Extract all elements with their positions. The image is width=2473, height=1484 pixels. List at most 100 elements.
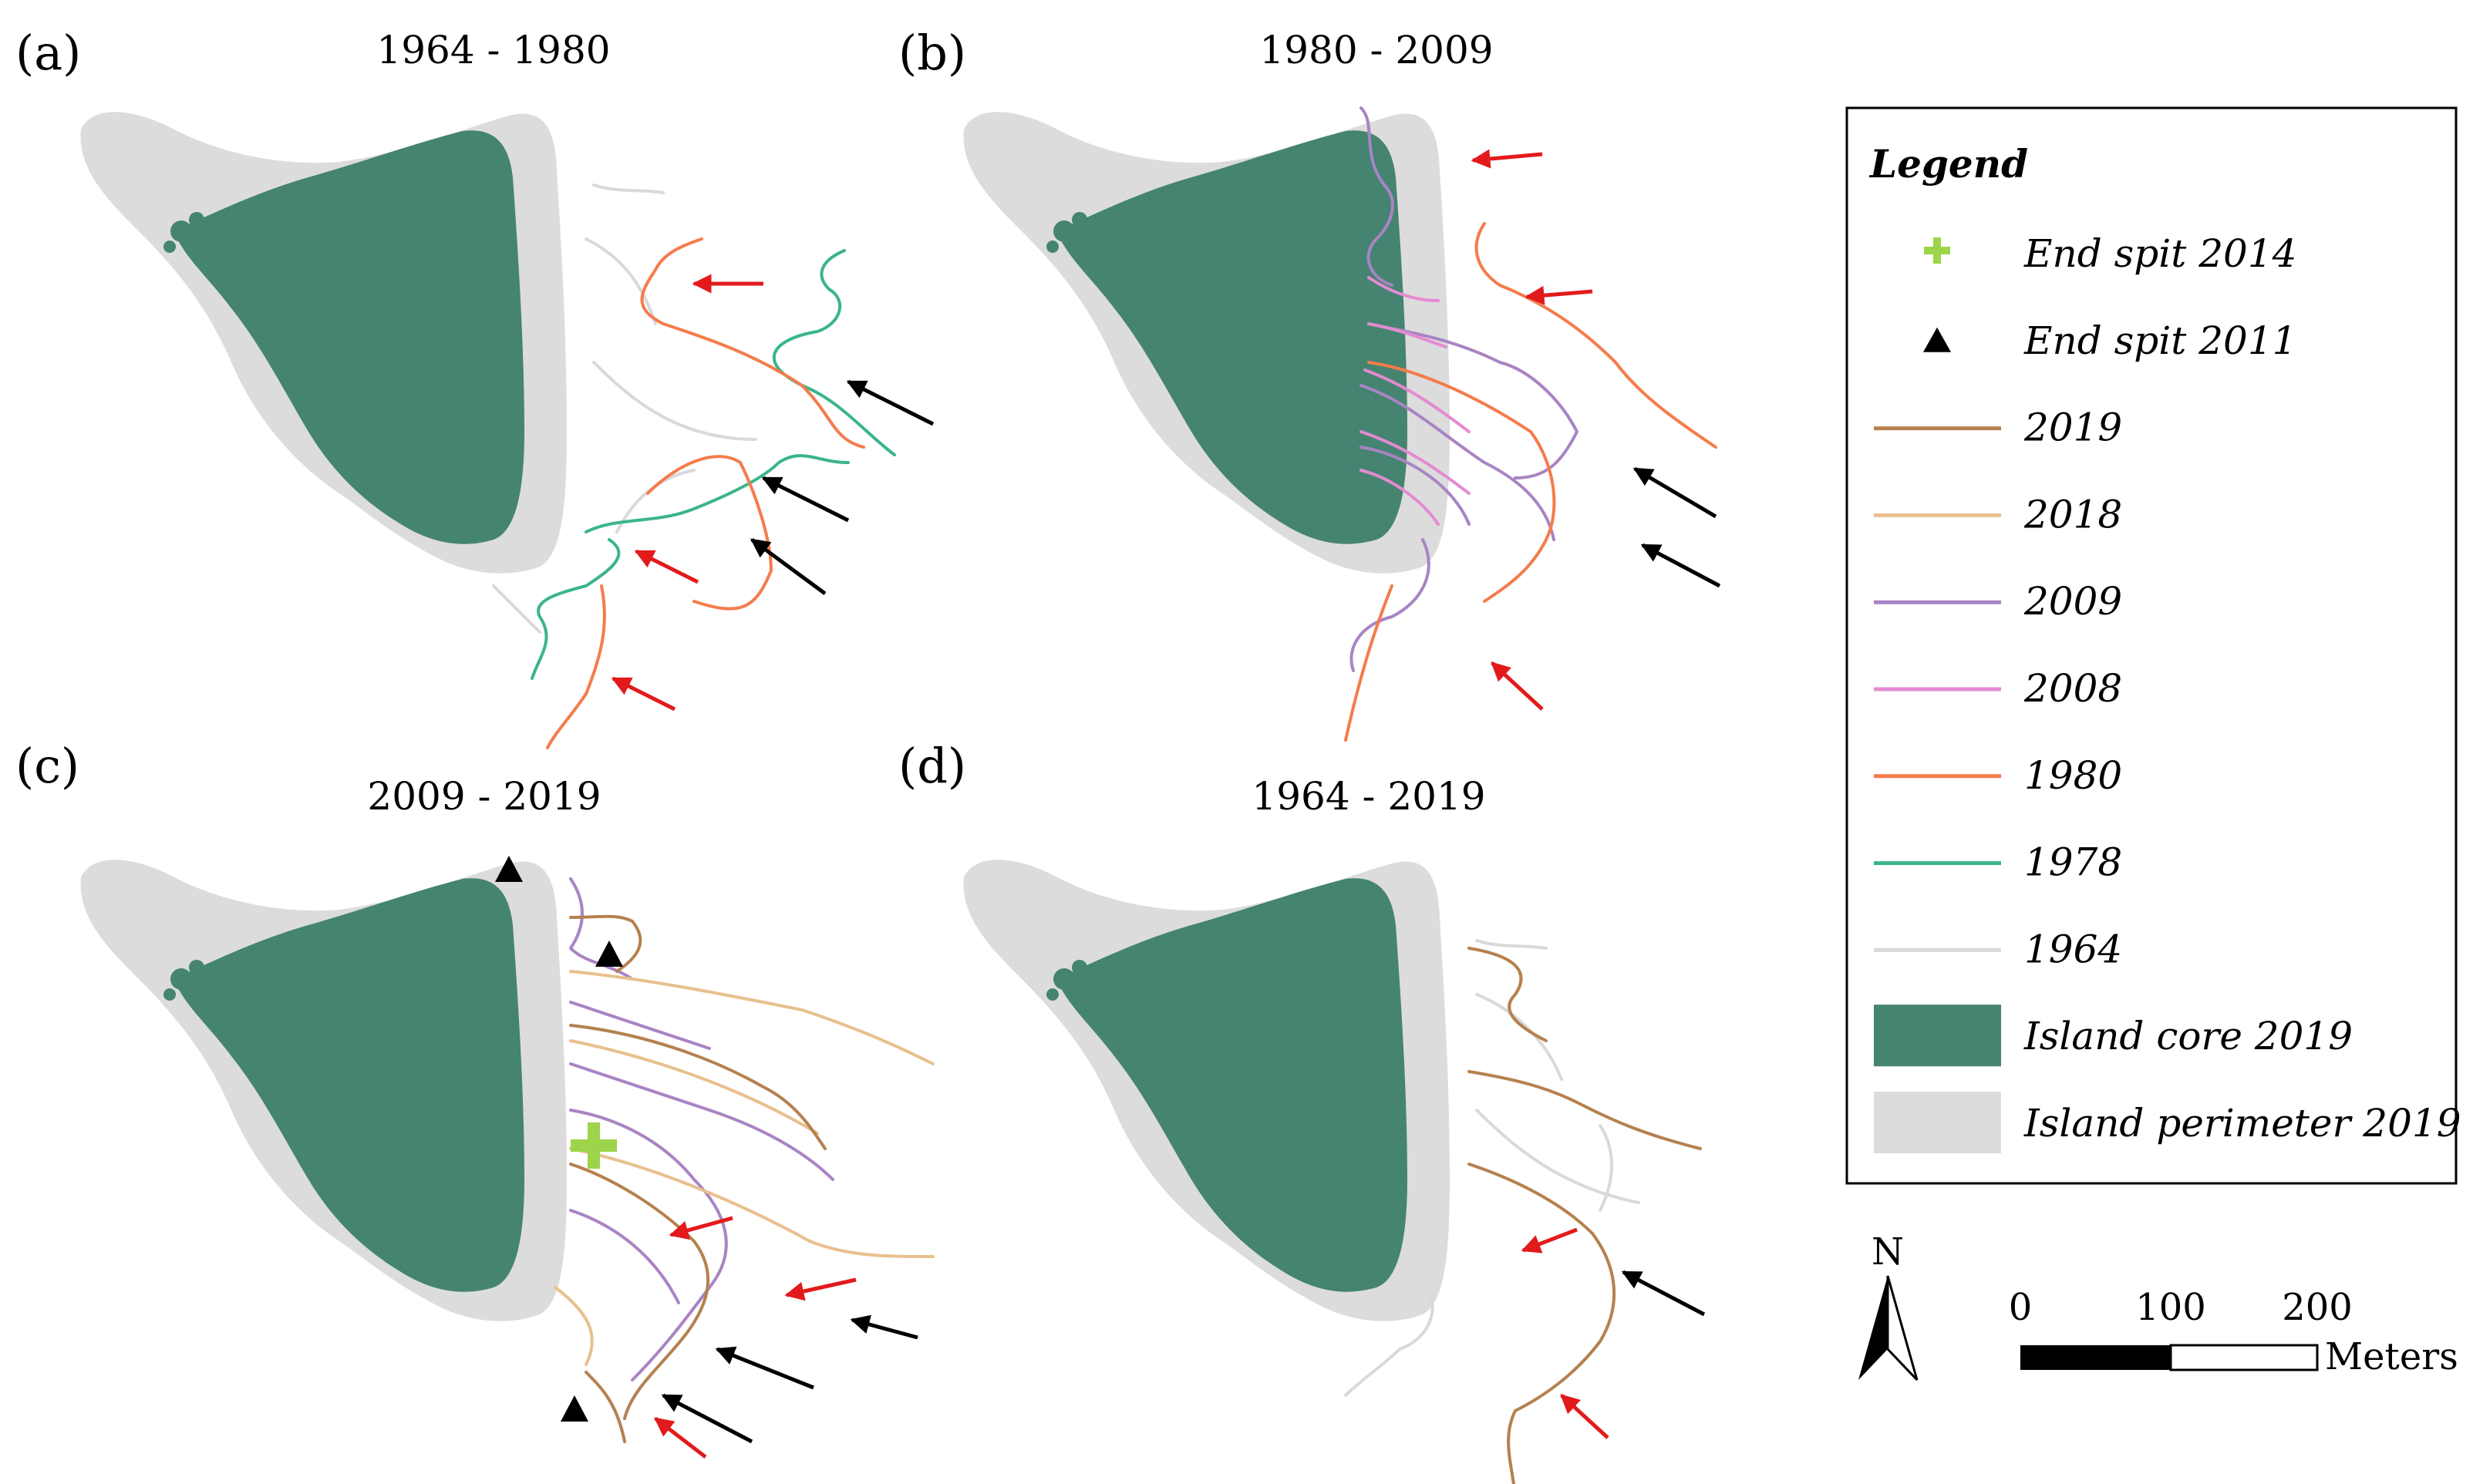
arrow-black <box>715 1346 814 1390</box>
panel-a-label: (a) <box>15 25 81 81</box>
end-spit-2014-marker <box>571 1122 617 1169</box>
shoreline-2019 <box>569 914 827 1443</box>
shorelines-c <box>495 856 935 1459</box>
scale-tick-0: 0 <box>2009 1286 2033 1329</box>
island-b <box>963 112 1450 574</box>
arrow-black <box>1640 543 1721 588</box>
legend-frame <box>1845 106 2458 1185</box>
legend-label: End spit 2011 <box>2023 318 2297 363</box>
legend-label: 1978 <box>2024 840 2122 885</box>
island-core <box>174 878 524 1292</box>
north-arrow: N <box>1858 1230 1919 1381</box>
islet <box>1046 241 1059 253</box>
islet <box>1072 960 1087 975</box>
arrow-black <box>1621 1270 1706 1317</box>
islet <box>170 968 192 990</box>
shoreline-1980 <box>546 237 865 749</box>
panel-b: (b) 1980 - 2009 <box>898 25 1721 742</box>
arrow-red <box>784 1277 857 1301</box>
legend-label: 2019 <box>2023 405 2122 450</box>
arrow-black <box>661 1393 753 1444</box>
legend-item: 1978 <box>1874 840 2122 885</box>
panel-d: (d) 1964 - 2019 <box>898 738 1706 1484</box>
islet <box>1100 968 1114 982</box>
north-arrow-left-half <box>1858 1276 1888 1380</box>
arrow-red <box>634 549 699 584</box>
islet <box>1053 968 1075 990</box>
island-c <box>80 860 568 1321</box>
islet <box>1072 212 1087 227</box>
islet <box>189 212 204 227</box>
legend-item: 1980 <box>1874 753 2122 798</box>
shoreline-1978 <box>585 249 896 533</box>
legend-label: 2018 <box>2023 492 2122 537</box>
legend-item: 1964 <box>1874 927 2122 971</box>
island-core <box>1056 130 1407 544</box>
panel-c-label: (c) <box>15 738 79 794</box>
legend-item: 2009 <box>1874 579 2122 624</box>
arrow-red <box>669 1216 733 1240</box>
shoreline-2018 <box>554 970 935 1366</box>
shoreline-2009 <box>1359 106 1578 480</box>
panel-a: (a) 1964 - 1980 <box>15 25 935 749</box>
island-d <box>963 860 1450 1321</box>
shoreline-2019 <box>1467 947 1702 1484</box>
scale-bar: 0 100 200 Meters <box>2009 1286 2458 1378</box>
arrow-red <box>1525 285 1593 305</box>
shorelines-b <box>1344 106 1721 742</box>
shoreline-2009 <box>569 877 834 1181</box>
legend-label: Island perimeter 2019 <box>2023 1101 2461 1146</box>
legend-label: 1964 <box>2024 927 2122 971</box>
panel-b-title: 1980 - 2009 <box>1259 28 1493 72</box>
legend-label: 2008 <box>2023 666 2122 711</box>
arrow-black <box>846 379 935 426</box>
legend-label: 2009 <box>2023 579 2122 624</box>
legend-item: Island perimeter 2019 <box>1874 1092 2461 1153</box>
islet <box>1100 220 1114 234</box>
legend-label: Island core 2019 <box>2023 1014 2353 1058</box>
islet <box>217 968 231 982</box>
arrow-red <box>1560 1394 1609 1439</box>
legend-item: End spit 2014 <box>1924 231 2297 276</box>
island-core <box>1056 878 1407 1292</box>
north-label: N <box>1872 1230 1904 1274</box>
legend-fill-swatch <box>1874 1004 2001 1067</box>
shoreline-1980 <box>1344 222 1717 742</box>
end-spit-2011-marker <box>561 1395 588 1422</box>
shoreline-2009 <box>569 1109 728 1381</box>
shoreline-1978 <box>531 538 621 680</box>
legend-item: 2018 <box>1874 492 2122 537</box>
shoreline-2008 <box>1359 276 1471 526</box>
legend-item: Island core 2019 <box>1874 1004 2353 1067</box>
islet <box>199 981 217 1000</box>
panel-b-label: (b) <box>898 25 966 81</box>
legend-label: End spit 2014 <box>2023 231 2297 276</box>
shoreline-2009 <box>1349 384 1555 672</box>
end-spit-2011-marker <box>595 941 623 967</box>
islet <box>1053 220 1075 242</box>
scale-tick-100: 100 <box>2135 1286 2206 1329</box>
legend-item: 2008 <box>1874 666 2122 711</box>
legend-item: End spit 2011 <box>1923 318 2297 363</box>
panel-a-title: 1964 - 1980 <box>376 28 610 72</box>
legend-title: Legend <box>1868 141 2028 187</box>
shorelines-d <box>1344 939 1706 1484</box>
legend-label: 1980 <box>2024 753 2122 798</box>
arrow-red <box>611 676 676 712</box>
arrow-black <box>850 1314 918 1340</box>
islet <box>163 241 176 253</box>
shorelines-a <box>492 183 935 749</box>
islet <box>1046 988 1059 1001</box>
scale-unit: Meters <box>2325 1335 2458 1378</box>
arrow-black <box>750 537 827 596</box>
islet <box>170 220 192 242</box>
islet <box>217 220 231 234</box>
panel-d-title: 1964 - 2019 <box>1252 774 1485 819</box>
islet <box>199 234 217 252</box>
end-spit-2011-marker <box>495 856 523 882</box>
island-core <box>174 130 524 544</box>
panel-c: (c) 2009 - 2019 <box>15 738 935 1459</box>
islet <box>1082 981 1100 1000</box>
shoreline-1964 <box>585 183 757 441</box>
